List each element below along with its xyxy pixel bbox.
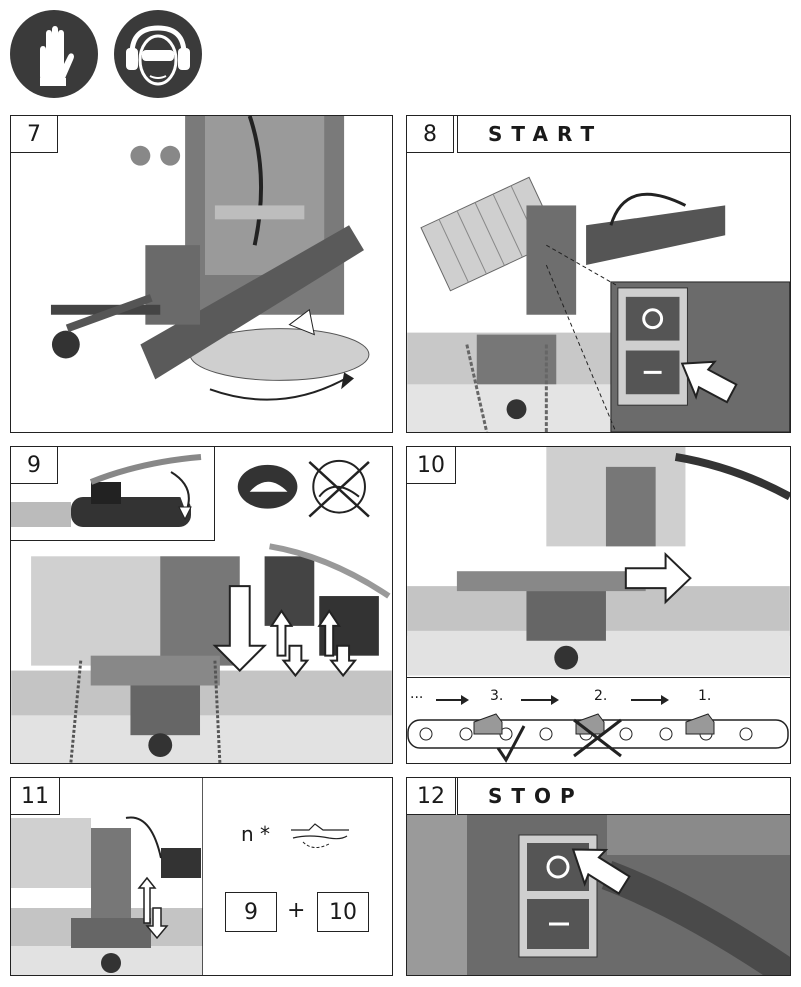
step-11-panel: 11 n * 9 + 10 [10,777,393,976]
step-12-panel: 12 STOP [406,777,791,976]
chain-sequence-strip: ... 3. 2. 1. [407,677,790,763]
step-number: 11 [11,778,60,815]
step-number: 7 [11,116,58,153]
step-number: 9 [11,447,58,484]
step-9-ref: 9 [225,892,277,932]
sequence-step-2: 2. [594,688,608,704]
sequence-ellipsis: ... [410,686,424,702]
chain-advance-photo [407,447,790,676]
plus-sign: + [287,898,306,923]
step-10-ref: 10 [317,892,369,932]
step-number: 12 [407,778,456,815]
goggles-earmuffs-icon [114,10,202,98]
step-title: STOP [457,778,790,815]
step-title: START [457,116,790,153]
step-9-panel: 9 [10,446,393,764]
gloves-icon [10,10,98,98]
step-number: 10 [407,447,456,484]
step-7-panel: 7 [10,115,393,433]
power-off-photo [407,815,790,975]
repeat-count-label: n * [241,822,271,846]
repeat-photo [11,778,203,975]
step-8-panel: 8 START [406,115,791,433]
step-10-panel: 10 [406,446,791,764]
grinding-motion-photo [11,459,392,763]
step-number: 8 [407,116,454,153]
sequence-step-1: 1. [698,688,712,704]
chain-tooth-icon [291,823,349,848]
sequence-step-3: 3. [490,688,504,704]
power-on-photo [407,176,790,432]
sharpener-angle-photo [50,116,370,401]
